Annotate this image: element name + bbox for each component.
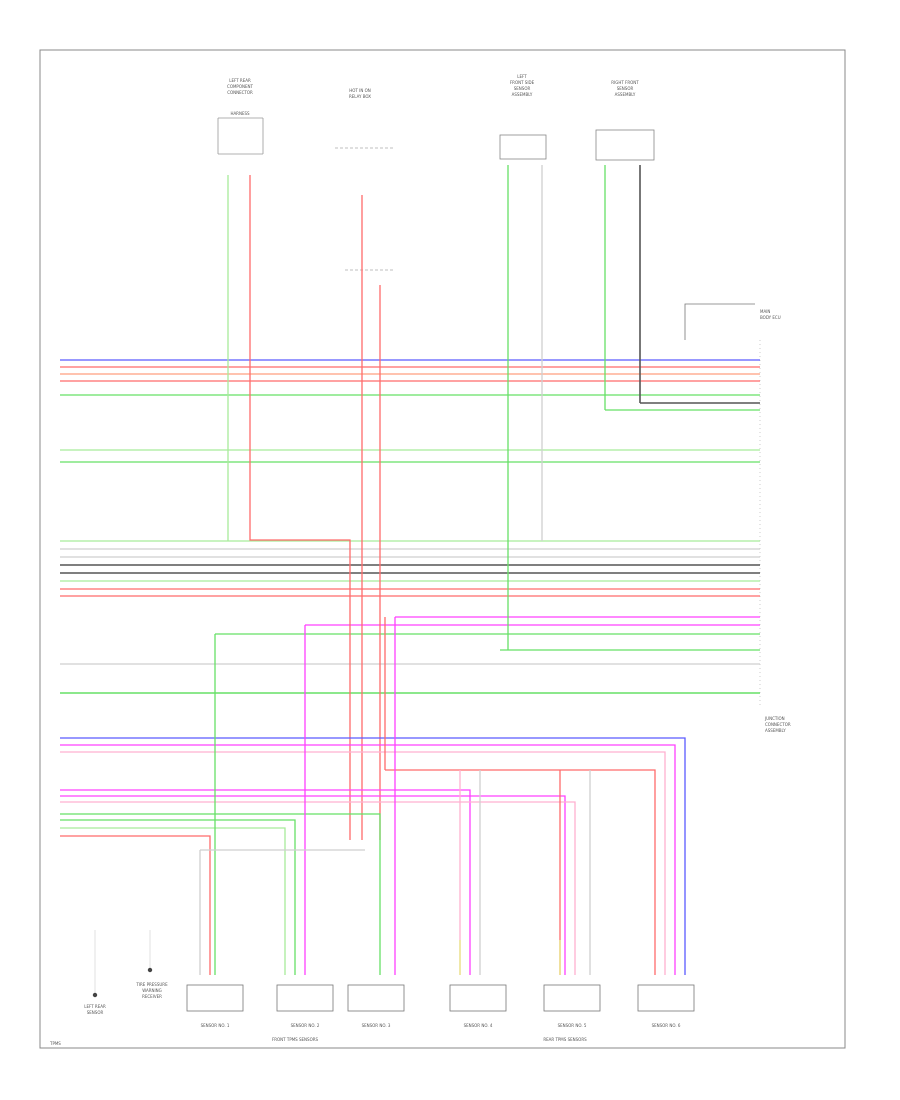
sensor-6-label: SENSOR NO. 6	[652, 1023, 681, 1028]
wire-37	[60, 789, 471, 975]
wire-40	[60, 813, 381, 975]
sensor-2-label: SENSOR NO. 2	[291, 1023, 320, 1028]
sensor-1-label: SENSOR NO. 1	[201, 1023, 230, 1028]
top-component-4-box	[595, 129, 655, 161]
wire-33	[60, 744, 676, 975]
right-connector-top-line-2: BODY ECU	[760, 315, 781, 320]
sensor-4-label: SENSOR NO. 4	[464, 1023, 493, 1028]
top-component-1-box	[217, 117, 264, 155]
top-component-2: HOT IN ON RELAY BOX	[335, 88, 395, 271]
top-component-4: RIGHT FRONT SENSOR ASSEMBLY	[595, 80, 655, 161]
right-connector: MAIN BODY ECU JUNCTION CONNECTOR ASSEMBL…	[684, 303, 791, 733]
left-component-2-line-1: TIRE PRESSURE	[135, 982, 168, 987]
top-component-1-line-4: HARNESS	[230, 111, 250, 116]
wire-38	[60, 795, 566, 975]
sensor-5-box	[543, 984, 601, 1012]
left-component-1-line-2: SENSOR	[87, 1010, 104, 1015]
top-component-4-line-2: SENSOR	[617, 86, 634, 91]
right-connector-label-3: ASSEMBLY	[765, 728, 786, 733]
sensor-4-box	[449, 984, 507, 1012]
sensor-6: SENSOR NO. 6	[637, 984, 695, 1028]
top-component-3: LEFT FRONT SIDE SENSOR ASSEMBLY	[499, 74, 547, 160]
left-component-1-dot	[92, 992, 98, 998]
sensor-1: SENSOR NO. 1	[186, 984, 244, 1028]
sensor-3-box	[347, 984, 405, 1012]
top-component-1-line-2: COMPONENT	[227, 84, 253, 89]
wire-42	[60, 827, 286, 975]
wire-43	[60, 835, 211, 975]
right-connector-label-1: JUNCTION	[764, 716, 785, 721]
group-label-rear: REAR TPMS SENSORS	[543, 1037, 587, 1042]
right-connector-bracket	[684, 303, 755, 340]
top-component-3-line-4: ASSEMBLY	[512, 92, 533, 97]
left-component-2-dot	[147, 967, 153, 973]
top-component-1: LEFT REAR COMPONENT CONNECTOR HARNESS	[217, 78, 264, 155]
sensor-6-box	[637, 984, 695, 1012]
wire-25	[249, 175, 351, 840]
top-component-3-line-2: FRONT SIDE	[510, 80, 535, 85]
left-component-2-line-2: WARNING	[142, 988, 162, 993]
top-component-3-box	[499, 134, 547, 160]
group-label-front: FRONT TPMS SENSORS	[272, 1037, 319, 1042]
wire-32	[60, 737, 686, 975]
left-component-1: LEFT REAR SENSOR	[84, 930, 106, 1015]
sensor-3: SENSOR NO. 3	[347, 984, 405, 1028]
top-component-1-line-3: CONNECTOR	[227, 90, 253, 95]
right-connector-label-2: CONNECTOR	[765, 722, 791, 727]
top-component-2-line-1: HOT IN ON	[349, 88, 370, 93]
corner-label: TPMS	[49, 1041, 61, 1046]
wire-34	[60, 751, 666, 975]
right-connector-top-line-1: MAIN	[760, 309, 770, 314]
left-component-1-line-1: LEFT REAR	[84, 1004, 106, 1009]
sensor-2-box	[276, 984, 334, 1012]
sensor-5-label: SENSOR NO. 5	[558, 1023, 587, 1028]
left-component-2-line-3: RECEIVER	[142, 994, 162, 999]
top-component-3-line-1: LEFT	[517, 74, 527, 79]
wire-41	[60, 819, 296, 975]
top-component-4-line-3: ASSEMBLY	[615, 92, 636, 97]
top-component-4-line-1: RIGHT FRONT	[611, 80, 639, 85]
wire-group	[60, 165, 760, 975]
wire-39	[60, 801, 576, 975]
sensor-1-box	[186, 984, 244, 1012]
diagram-frame	[39, 49, 846, 1049]
sensor-3-label: SENSOR NO. 3	[362, 1023, 391, 1028]
left-component-2: TIRE PRESSURE WARNING RECEIVER	[135, 930, 168, 999]
wire-35	[385, 769, 656, 975]
top-component-3-line-3: SENSOR	[514, 86, 531, 91]
top-component-1-line-1: LEFT REAR	[229, 78, 251, 83]
sensor-4: SENSOR NO. 4	[449, 984, 507, 1028]
sensor-5: SENSOR NO. 5	[543, 984, 601, 1028]
top-component-2-line-2: RELAY BOX	[349, 94, 371, 99]
sensor-2: SENSOR NO. 2	[276, 984, 334, 1028]
